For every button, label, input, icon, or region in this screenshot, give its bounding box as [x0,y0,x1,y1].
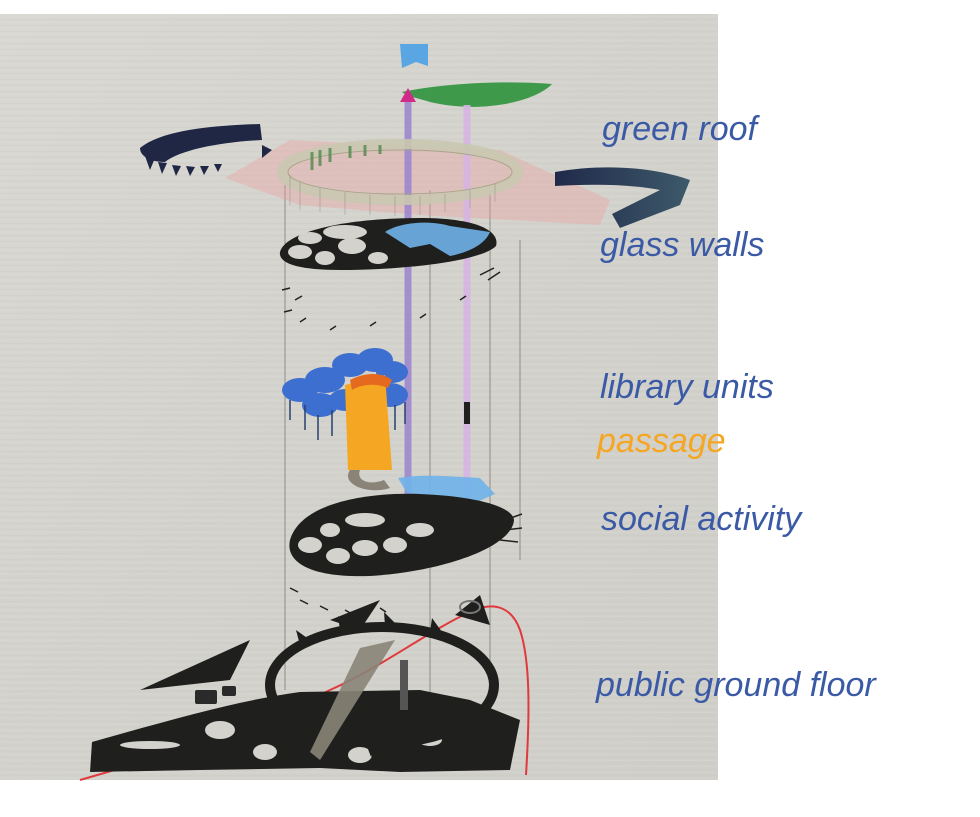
ground-floor-ring-teeth [278,612,484,757]
ground-floor-voids [120,721,442,763]
roof-band-left-teeth [145,156,222,176]
label-passage: passage [597,422,726,460]
ground-floor-wedge-2 [330,600,380,630]
social-dash-ring [289,513,523,615]
shaft-arrow [400,88,416,102]
label-glass-walls: glass walls [600,226,765,264]
passage-ramp [345,375,392,470]
roof-band-right [555,167,690,228]
social-floor-voids [298,513,434,564]
roof-band-left-tip [262,145,272,158]
green-leaf [402,82,552,107]
roof-band-left [140,124,262,162]
label-green-roof: green roof [602,110,757,148]
glass-wall-upper [385,222,490,256]
ground-floor-wedge-1 [140,640,250,690]
structural-lines [284,185,521,700]
sky-blue-piece [400,44,428,68]
green-roof-ring [277,139,523,205]
label-library-units: library units [600,368,774,406]
green-roof-planting [310,145,382,170]
passage-spiral [348,470,390,491]
shaft-marker [464,402,470,424]
ground-floor-wedge-3 [455,595,490,625]
ground-floor-column [400,660,408,710]
ground-floor-triangle [310,640,395,760]
roof-hanging-lines [289,175,496,216]
ground-floor-ring [265,622,499,748]
library-units [282,348,408,440]
upper-dash-ring [281,267,501,331]
upper-floor-voids [288,225,388,265]
green-roof-inner [287,149,513,195]
ground-floor-fixture [459,600,481,614]
passage-accent [350,374,392,390]
label-public-ground-floor: public ground floor [596,666,876,704]
label-social-activity: social activity [601,500,802,538]
ground-floor-objects [195,686,236,704]
